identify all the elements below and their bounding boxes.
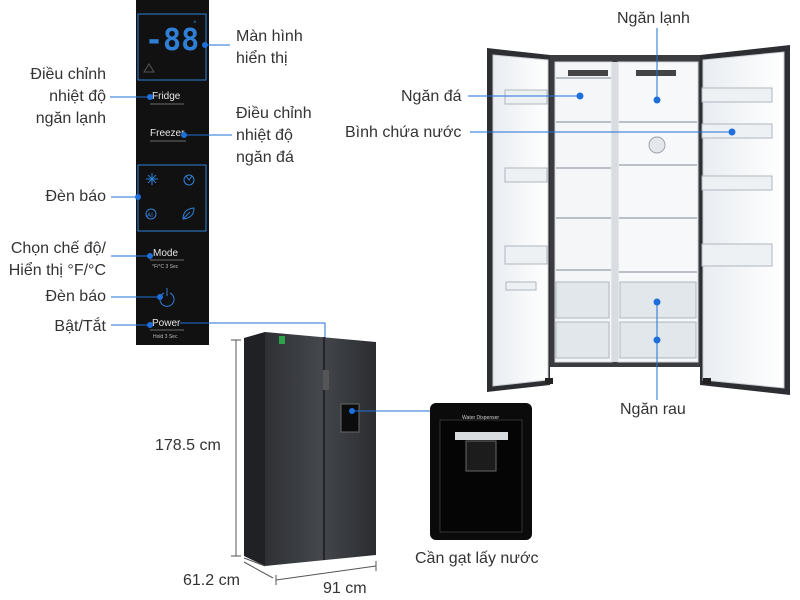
alarm-icon	[143, 63, 155, 73]
vegetable-drawer-label: Ngăn rau	[620, 401, 686, 418]
display-label: Màn hình hiển thị	[236, 26, 303, 70]
fast-cool-icon	[183, 174, 195, 186]
power-label: Bật/Tắt	[54, 318, 106, 335]
display-label-line1: Màn hình	[236, 28, 303, 45]
water-tank-label: Bình chứa nước	[345, 124, 462, 141]
freezer-adjust-label: Điều chỉnh nhiệt độ ngăn đá	[236, 103, 312, 169]
power-button[interactable]: Power	[152, 318, 181, 329]
display-digits: -88	[145, 23, 199, 58]
degree-mark: °	[193, 20, 197, 28]
panel-callout-lines	[110, 42, 328, 381]
freezer-adjust-line1: Điều chỉnh	[236, 105, 312, 122]
freezer-compartment-label: Ngăn đá	[401, 88, 462, 105]
fridge-adjust-label: Điều chỉnh nhiệt độ ngăn lạnh	[30, 64, 106, 130]
mode-sub-label: °F/°C 3 Sec	[152, 264, 179, 270]
closed-refrigerator	[243, 332, 376, 567]
open-refrigerator	[487, 45, 790, 395]
height-dimension: 178.5 cm	[155, 437, 221, 454]
mode-label-line1: Chọn chế độ/	[10, 240, 106, 257]
indicator-label-2: Đèn báo	[45, 288, 107, 305]
fridge-callout-lines	[468, 28, 736, 400]
freezer-button[interactable]: Freezer	[150, 128, 185, 139]
eco-leaf-icon	[182, 207, 195, 220]
ai-mode-icon: AI	[145, 208, 157, 220]
mode-button[interactable]: Mode	[153, 248, 178, 259]
fahrenheit-mark: F	[193, 42, 197, 50]
width-dimension: 91 cm	[323, 580, 367, 597]
fridge-button[interactable]: Fridge	[152, 91, 181, 102]
fridge-compartment-label: Ngăn lạnh	[617, 10, 690, 27]
snowflake-icon	[146, 173, 158, 185]
dispenser-callout-line	[349, 408, 430, 414]
dispenser-title: Water Dispenser	[462, 415, 499, 421]
display-label-line2: hiển thị	[236, 50, 288, 67]
dispenser-lever[interactable]	[465, 440, 497, 472]
dimension-lines	[231, 339, 377, 585]
freezer-adjust-line2: nhiệt độ	[236, 127, 293, 144]
power-sub-label: Hold 3 Sec	[153, 334, 178, 340]
dispenser-lever-label: Cần gạt lấy nước	[415, 550, 539, 567]
svg-text:AI: AI	[147, 212, 153, 219]
fridge-adjust-line1: Điều chỉnh	[30, 66, 106, 83]
mode-label-line2: Hiển thị °F/°C	[8, 262, 106, 279]
fridge-adjust-line3: ngăn lạnh	[35, 110, 106, 127]
freezer-adjust-line3: ngăn đá	[236, 149, 294, 166]
control-panel: -88 ° F Fridge Freezer AI Mode °F/°C 3 S…	[136, 0, 209, 345]
indicator-label-1: Đèn báo	[45, 188, 107, 205]
fridge-adjust-line2: nhiệt độ	[49, 88, 106, 105]
depth-dimension: 61.2 cm	[183, 572, 240, 589]
water-dispenser-closeup: Water Dispenser	[430, 403, 532, 540]
mode-label: Chọn chế độ/ Hiển thị °F/°C	[9, 238, 106, 282]
